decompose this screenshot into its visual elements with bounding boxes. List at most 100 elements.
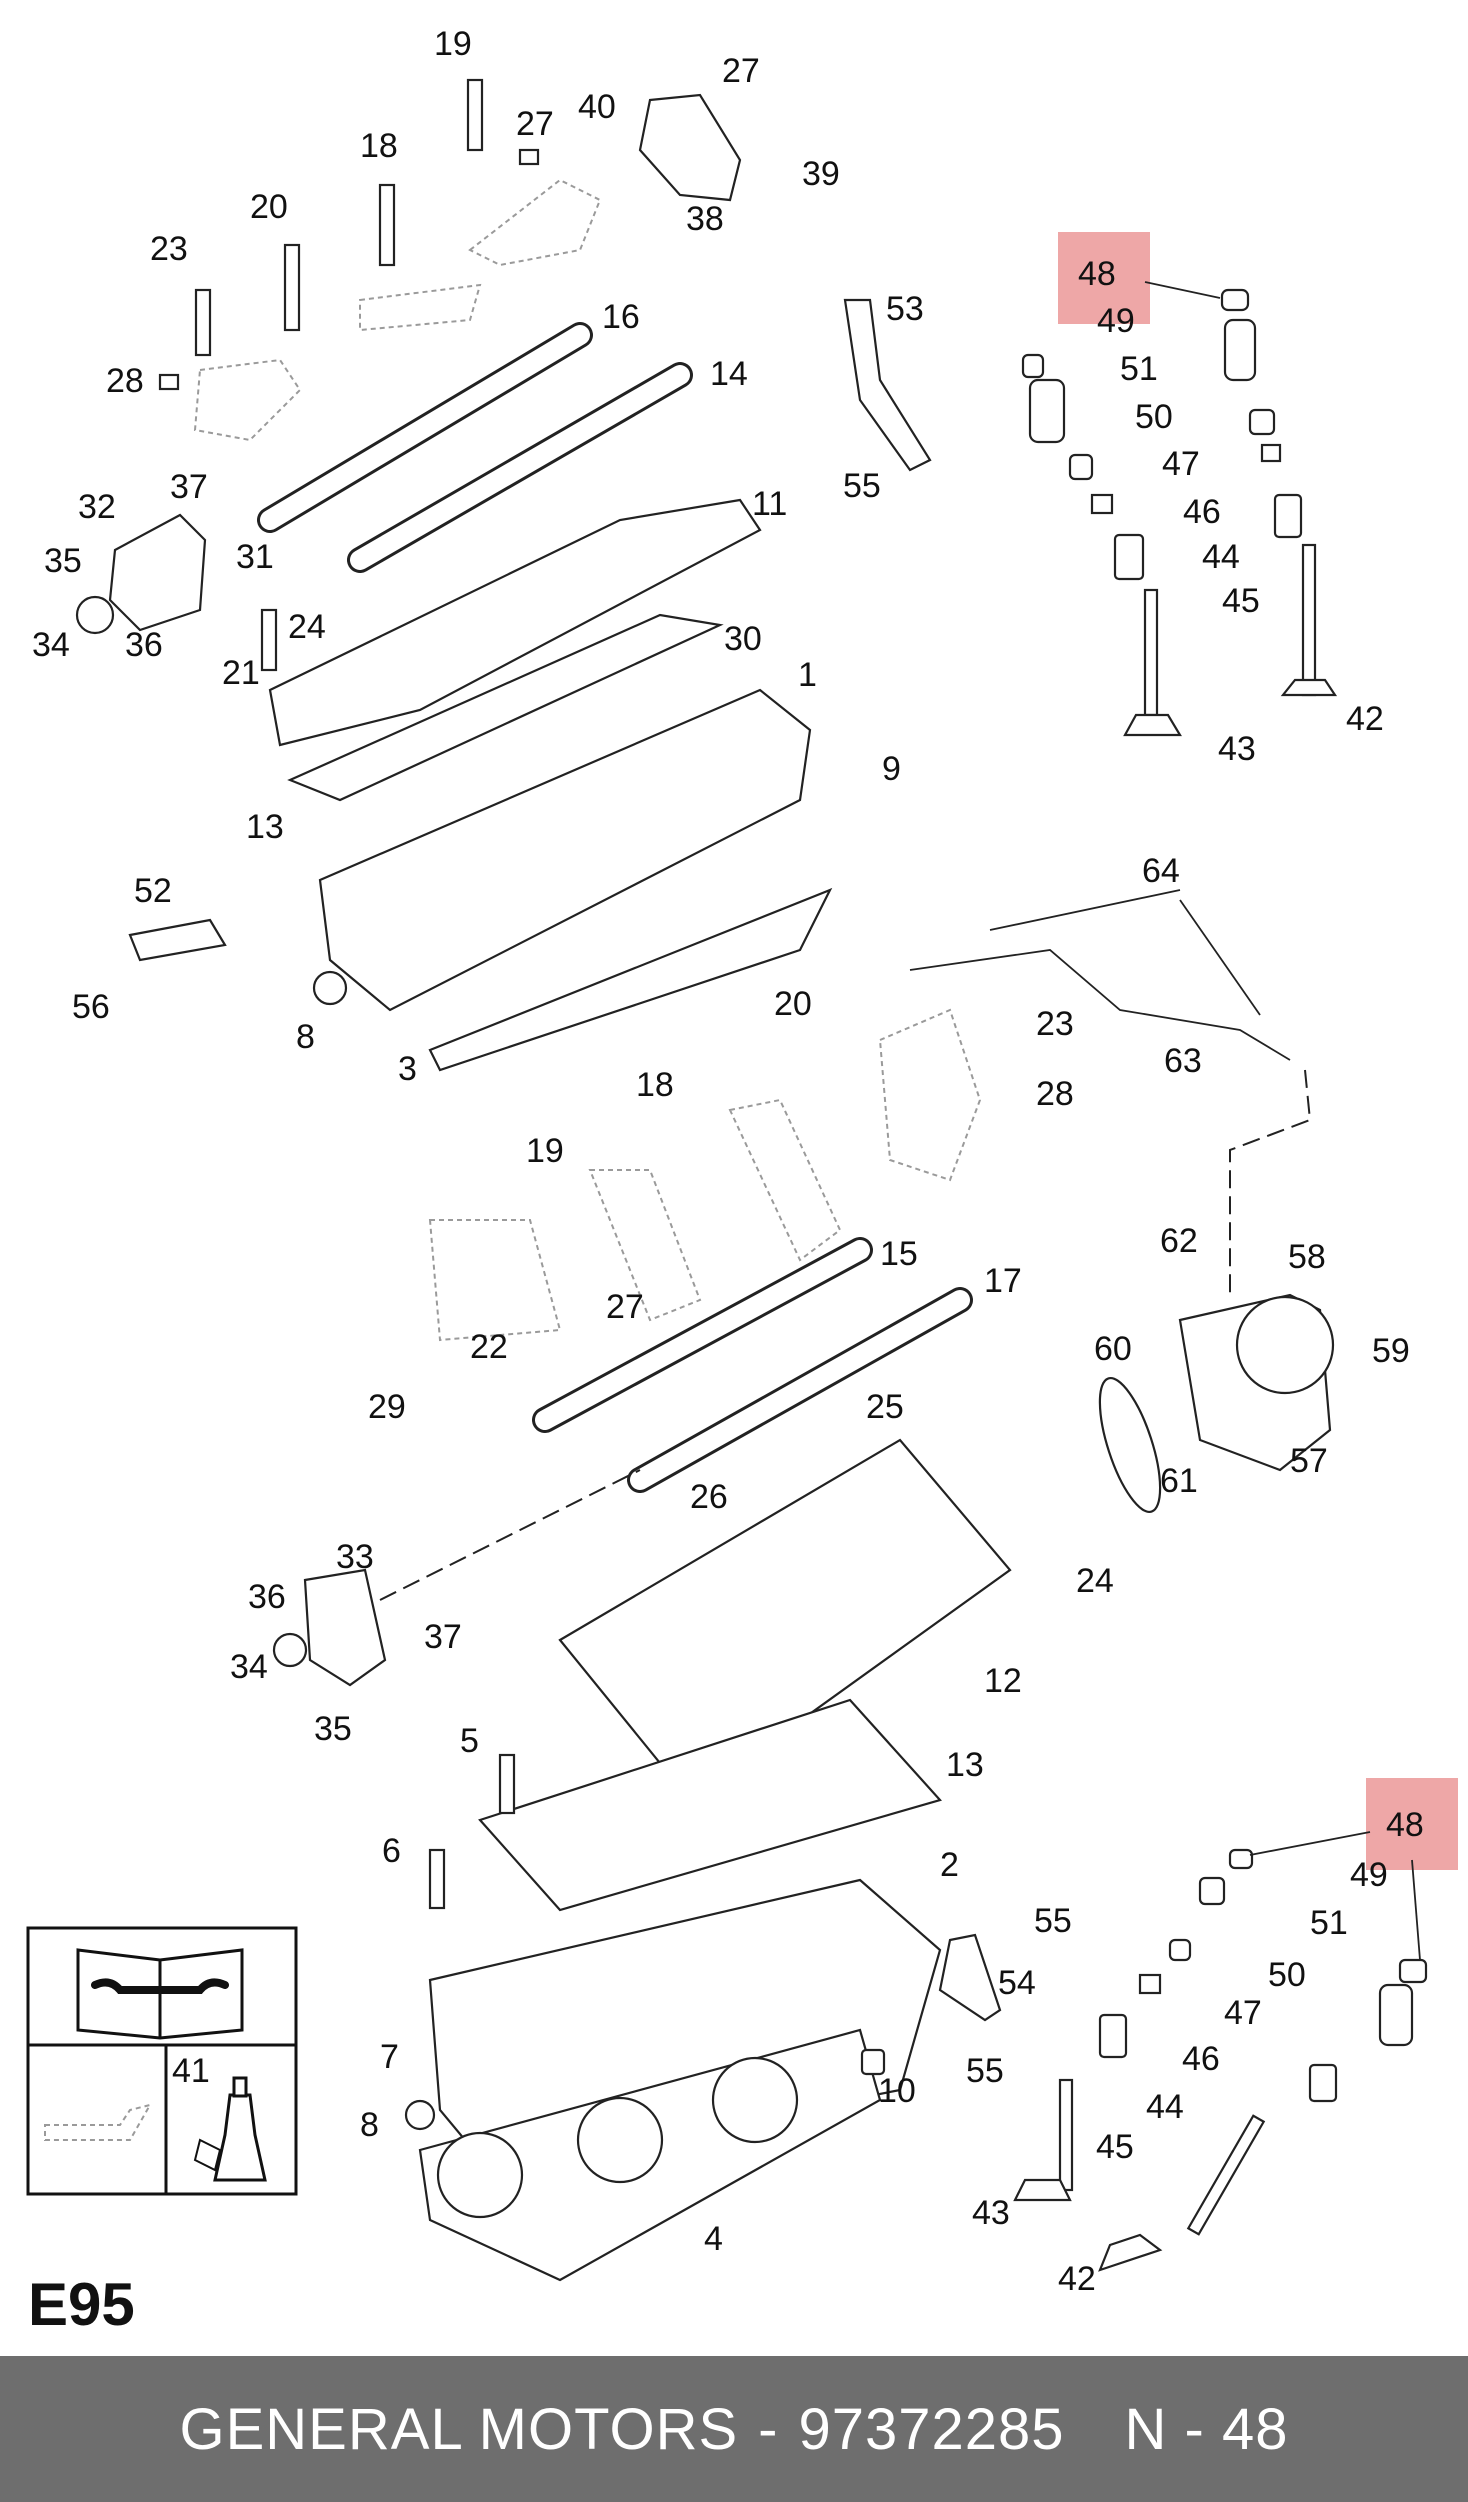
callout-21: 21 xyxy=(222,654,260,692)
callout-13: 13 xyxy=(246,808,284,846)
callout-9: 9 xyxy=(882,750,901,788)
footer-part-number: 97372285 xyxy=(798,2396,1065,2462)
callout-27: 27 xyxy=(606,1288,644,1326)
callout-58: 58 xyxy=(1288,1238,1326,1276)
gasket-4-bore-2 xyxy=(576,2096,664,2184)
sleeve-10 xyxy=(860,2048,886,2076)
seal-34b xyxy=(272,1632,308,1668)
callout-49: 49 xyxy=(1097,302,1135,340)
callout-48: 48 xyxy=(1078,255,1116,293)
camshaft-carrier-12 xyxy=(558,1438,1012,1802)
bolt-6 xyxy=(428,1848,446,1910)
bracket-54 xyxy=(938,1933,1002,2022)
highlight-48-top xyxy=(1058,232,1150,324)
callout-36: 36 xyxy=(125,626,163,664)
callout-20: 20 xyxy=(774,985,812,1023)
belt-61 xyxy=(1098,1376,1162,1514)
footer-position: N - 48 xyxy=(1124,2396,1289,2462)
callout-60: 60 xyxy=(1094,1330,1132,1368)
callout-43: 43 xyxy=(972,2194,1010,2232)
callout-19: 19 xyxy=(526,1132,564,1170)
bolt-21 xyxy=(260,608,278,672)
ghost-cover-upper xyxy=(468,178,602,267)
callout-54: 54 xyxy=(998,1964,1036,2002)
leader-48b-1 xyxy=(1249,1831,1371,1856)
callout-44: 44 xyxy=(1202,538,1240,576)
callout-57: 57 xyxy=(1290,1442,1328,1480)
legend-detail-41: 41 xyxy=(172,2052,210,2090)
callout-24: 24 xyxy=(288,608,326,646)
bracket-38 xyxy=(638,93,742,202)
camshaft-17 xyxy=(627,1287,973,1493)
callout-31: 31 xyxy=(236,538,274,576)
bolts-top xyxy=(158,78,540,391)
callout-19: 19 xyxy=(434,25,472,63)
gasket-13b xyxy=(478,1698,942,1912)
bracket-53 xyxy=(843,298,932,472)
footer-manufacturer: GENERAL MOTORS xyxy=(179,2396,739,2462)
callout-27: 27 xyxy=(722,52,760,90)
callout-4: 4 xyxy=(704,2220,723,2258)
callout-45: 45 xyxy=(1222,582,1260,620)
ghost-cover-left xyxy=(193,358,302,442)
callout-28: 28 xyxy=(1036,1075,1074,1113)
highlight-48-bottom xyxy=(1366,1778,1458,1870)
callout-38: 38 xyxy=(686,200,724,238)
callout-55: 55 xyxy=(1034,1902,1072,1940)
callout-48: 48 xyxy=(1386,1806,1424,1844)
callout-32: 32 xyxy=(78,488,116,526)
sealant-tube-icon xyxy=(193,2076,267,2182)
callout-62: 62 xyxy=(1160,1222,1198,1260)
cover-plate-33 xyxy=(303,1568,387,1687)
ghost-bracket-upper xyxy=(359,283,482,332)
callout-35: 35 xyxy=(44,542,82,580)
leader-dash-63 xyxy=(1229,1069,1312,1300)
callout-2: 2 xyxy=(940,1846,959,1884)
callout-27: 27 xyxy=(516,105,554,143)
gasket-4-bore-3 xyxy=(711,2056,799,2144)
callout-30: 30 xyxy=(724,620,762,658)
leader-64a xyxy=(989,889,1181,931)
head-gasket-3 xyxy=(428,887,833,1072)
callout-36: 36 xyxy=(248,1578,286,1616)
leader-64b xyxy=(1179,899,1261,1016)
callout-64: 64 xyxy=(1142,852,1180,890)
callout-8: 8 xyxy=(296,1018,315,1056)
callout-47: 47 xyxy=(1224,1994,1262,2032)
callout-29: 29 xyxy=(368,1388,406,1426)
callout-40: 40 xyxy=(578,88,616,126)
seal-8b xyxy=(404,2099,436,2131)
leader-48b-2 xyxy=(1411,1859,1421,1961)
callout-59: 59 xyxy=(1372,1332,1410,1370)
callout-35: 35 xyxy=(314,1710,352,1748)
callout-17: 17 xyxy=(984,1262,1022,1300)
ghost-bracket-mid xyxy=(728,1098,842,1262)
callout-46: 46 xyxy=(1183,493,1221,531)
callout-28: 28 xyxy=(106,362,144,400)
callout-34: 34 xyxy=(32,626,70,664)
callout-16: 16 xyxy=(602,298,640,336)
callout-1: 1 xyxy=(798,656,817,694)
callout-55: 55 xyxy=(966,2052,1004,2090)
callout-8: 8 xyxy=(360,2106,379,2144)
callout-45: 45 xyxy=(1096,2128,1134,2166)
cylinder-head-1 xyxy=(318,688,812,1012)
callout-44: 44 xyxy=(1146,2088,1184,2126)
callout-50: 50 xyxy=(1135,398,1173,436)
camshaft-16 xyxy=(257,322,593,533)
callout-55: 55 xyxy=(843,467,881,505)
callout-51: 51 xyxy=(1310,1904,1348,1942)
callout-37: 37 xyxy=(170,468,208,506)
callout-34: 34 xyxy=(230,1648,268,1686)
legend-box xyxy=(26,1926,298,2196)
callout-33: 33 xyxy=(336,1538,374,1576)
callout-63: 63 xyxy=(1164,1042,1202,1080)
callout-6: 6 xyxy=(382,1832,401,1870)
camshaft-14 xyxy=(347,362,693,573)
callout-11: 11 xyxy=(752,485,787,523)
callout-47: 47 xyxy=(1162,445,1200,483)
callout-12: 12 xyxy=(984,1662,1022,1700)
valve-train-top xyxy=(1021,288,1338,737)
